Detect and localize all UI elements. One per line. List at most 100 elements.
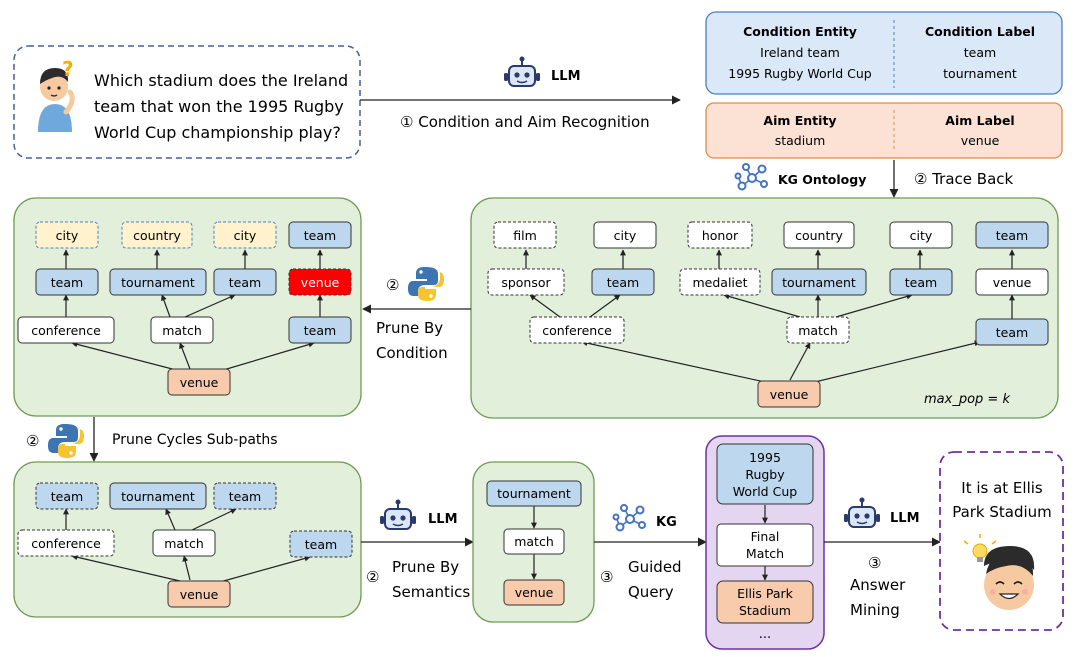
condition-entity-2: 1995 Rugby World Cup: [728, 66, 872, 81]
kg-icon: [612, 504, 646, 532]
step-trace-back: ② Trace Back: [914, 170, 1014, 188]
step-prune-semantics-l1: Prune By: [392, 558, 459, 576]
robot-icon: [503, 55, 541, 87]
semantic-node-tournament: tournament: [497, 486, 571, 501]
condition-entity-1: Ireland team: [760, 45, 840, 60]
question-line-1: Which stadium does the Ireland: [94, 71, 348, 90]
step-prune-cycles: Prune Cycles Sub-paths: [112, 432, 278, 448]
pruned-node-city-2: city: [234, 228, 257, 243]
ontology-node-film: film: [513, 228, 537, 243]
condition-label-1: team: [964, 45, 996, 60]
ontology-node-venue-mid: venue: [993, 275, 1032, 290]
step-guided-num: ③: [600, 568, 613, 586]
python-icon-2: [48, 424, 84, 458]
ontology-node-team: team: [607, 275, 639, 290]
query-node-final-l2: Match: [746, 546, 784, 561]
lightbulb-icon: [963, 534, 997, 562]
python-icon: [408, 267, 444, 301]
ontology-node-medaliet: medaliet: [693, 275, 748, 290]
query-node-rwc: [716, 443, 814, 505]
condition-entity-header: Condition Entity: [743, 24, 857, 39]
step-prune-semantics-num: ②: [366, 568, 379, 586]
ontology-node-honor: honor: [702, 228, 739, 243]
question-line-3: World Cup championship play?: [94, 123, 341, 142]
aim-entity-header: Aim Entity: [763, 113, 836, 128]
semantic-node-match: match: [514, 534, 554, 549]
question-line-2: team that won the 1995 Rugby: [94, 97, 344, 116]
step-guided-l1: Guided: [628, 558, 682, 576]
query-node-final-l1: Final: [751, 529, 780, 544]
cycle-node-team-3: team: [305, 537, 337, 552]
pruned-node-team-top: team: [304, 228, 336, 243]
ontology-tree-panel: [470, 197, 1059, 419]
ontology-node-city: city: [614, 228, 637, 243]
step-prune-cycles-num: ②: [26, 432, 39, 450]
llm-label-2: LLM: [428, 512, 458, 527]
thinking-person-icon: [38, 68, 75, 132]
pruned-node-team-2: team: [229, 275, 261, 290]
query-node-stadium-l1: Ellis Park: [737, 586, 794, 601]
llm-label-top: LLM: [551, 69, 581, 84]
ontology-node-city-2: city: [910, 228, 933, 243]
pruned-node-team-bottom: team: [304, 323, 336, 338]
cycle-node-venue: venue: [180, 587, 219, 602]
ontology-node-match: match: [798, 323, 838, 338]
kg-ontology-label: KG Ontology: [778, 172, 866, 187]
aim-entity: stadium: [775, 133, 826, 148]
llm-label-3: LLM: [890, 511, 920, 526]
cycle-node-conference: conference: [31, 536, 101, 551]
semantic-node-venue: venue: [515, 585, 554, 600]
ontology-node-country: country: [795, 228, 843, 243]
pruned-node-match: match: [162, 323, 202, 338]
query-node-rwc-l1: 1995: [749, 450, 781, 465]
query-ellipsis: ...: [759, 627, 771, 642]
condition-label-2: tournament: [943, 66, 1017, 81]
ontology-node-venue-root: venue: [770, 387, 809, 402]
step-answer-l1: Answer: [850, 576, 906, 594]
answer-line-2: Park Stadium: [952, 503, 1052, 521]
pruned-node-tournament: tournament: [121, 275, 195, 290]
aim-label: venue: [961, 133, 1000, 148]
ontology-node-team-top: team: [996, 228, 1028, 243]
question-box: [13, 45, 361, 159]
step-answer-num: ③: [868, 554, 881, 572]
cycle-node-match: match: [164, 536, 204, 551]
step-prune-condition-num: ②: [386, 276, 399, 294]
step-prune-condition-l1: Prune By: [376, 319, 443, 337]
pruned-node-conference: conference: [31, 323, 101, 338]
step-prune-condition-l2: Condition: [376, 344, 448, 362]
step-guided-l2: Query: [628, 583, 674, 601]
ontology-node-tournament: tournament: [782, 275, 856, 290]
query-node-final: [716, 523, 814, 567]
aim-box: [705, 102, 1063, 159]
ontology-node-sponsor: sponsor: [501, 275, 551, 290]
query-node-rwc-l2: Rugby: [745, 467, 785, 482]
ontology-node-team-bottom: team: [996, 325, 1028, 340]
condition-label-header: Condition Label: [925, 24, 1035, 39]
query-node-stadium-l2: Stadium: [739, 603, 791, 618]
pruned-node-venue-root: venue: [180, 375, 219, 390]
pruned-tree-panel: [13, 197, 362, 417]
robot-icon-3: [843, 496, 881, 528]
max-pop-label: max_pop = k: [924, 392, 1010, 407]
kg-label: KG: [656, 515, 677, 530]
cycle-node-team: team: [51, 489, 83, 504]
ontology-node-conference: conference: [542, 323, 612, 338]
ontology-node-team-3: team: [905, 275, 937, 290]
robot-icon-2: [379, 498, 417, 530]
aim-label-header: Aim Label: [945, 113, 1014, 128]
question-mark-icon: ?: [62, 57, 74, 81]
pruned-node-venue-red: venue: [301, 275, 340, 290]
condition-box: [705, 11, 1063, 95]
cycle-node-tournament: tournament: [121, 489, 195, 504]
kg-ontology-icon: [734, 163, 768, 191]
query-node-rwc-l3: World Cup: [733, 484, 797, 499]
query-node-stadium: [716, 580, 814, 624]
pruned-node-team: team: [51, 275, 83, 290]
step-answer-l2: Mining: [850, 601, 900, 619]
pruned-node-city: city: [56, 228, 79, 243]
pruned-node-country: country: [133, 228, 181, 243]
cycle-node-team-2: team: [229, 489, 261, 504]
happy-person-icon: [984, 546, 1035, 610]
